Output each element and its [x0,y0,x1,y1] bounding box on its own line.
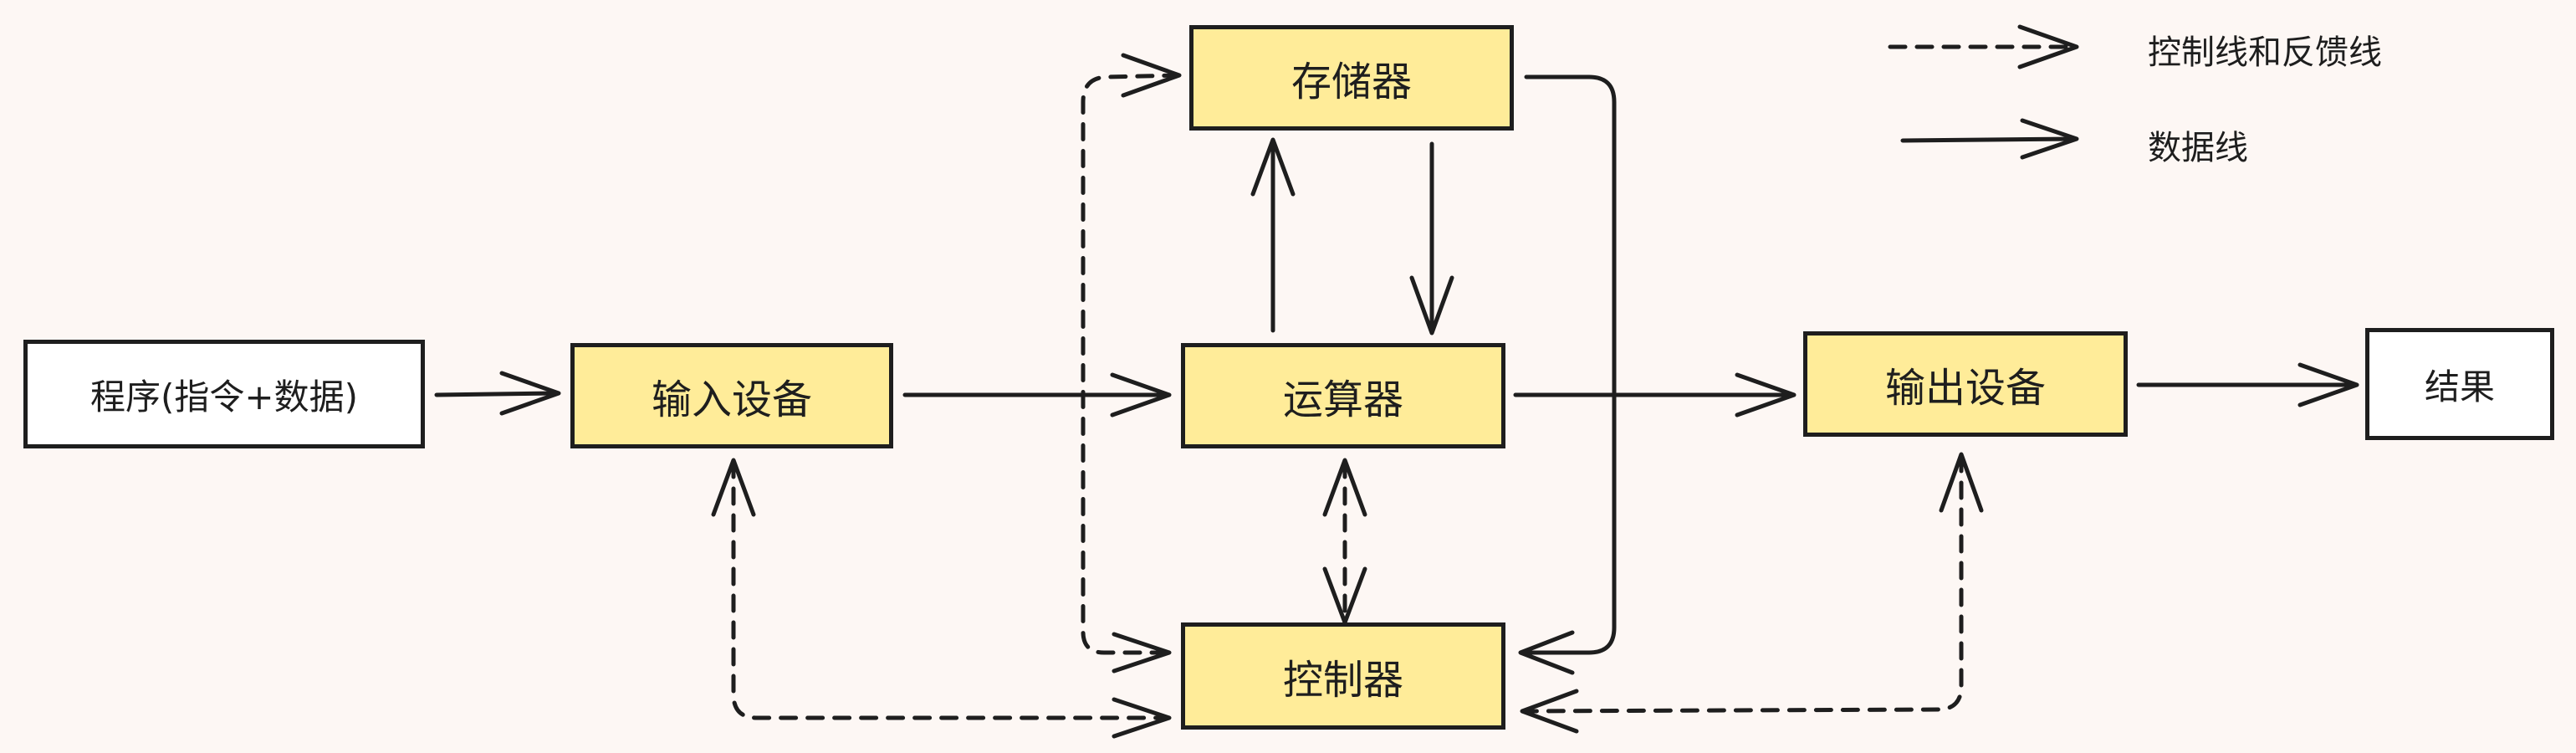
arrowhead [2020,118,2079,160]
arrowhead [1121,53,1182,98]
arrowhead [1939,452,1984,513]
legend-control-line-label: 控制线和反馈线 [2148,33,2382,72]
arrowhead [1112,632,1172,674]
arrowhead [711,458,756,517]
controller-node: 控制器 [1181,622,1505,730]
arrowhead [1250,137,1296,197]
arrowhead [1409,275,1454,336]
program-node: 程序(指令+数据) [23,340,425,448]
control-arrow-output-controller [1521,453,1964,714]
result-node: 结果 [2365,328,2554,440]
control-arrow-controller-to-memory [1081,73,1180,655]
legend-data-line-label: 数据线 [2148,129,2248,167]
alu-node: 运算器 [1181,343,1505,448]
memory-node: 存储器 [1189,25,1514,131]
arrowhead [1520,689,1579,734]
arrowhead [2017,24,2079,69]
arrowhead [1110,372,1172,417]
arrowhead [1518,630,1575,675]
control-arrow-input-controller [731,459,1169,720]
arrowhead [499,371,561,416]
data-arrow-memory-to-controller [1520,74,1617,655]
arrowhead [1322,458,1367,517]
output-device-node: 输出设备 [1803,331,2128,437]
input-device-node: 输入设备 [570,343,893,448]
arrowhead [2297,362,2359,407]
legend-data-line-sample [1900,136,2077,143]
arrowhead [1112,697,1172,739]
data-arrow-program-to-input [434,391,559,397]
arrowhead [1735,372,1797,417]
